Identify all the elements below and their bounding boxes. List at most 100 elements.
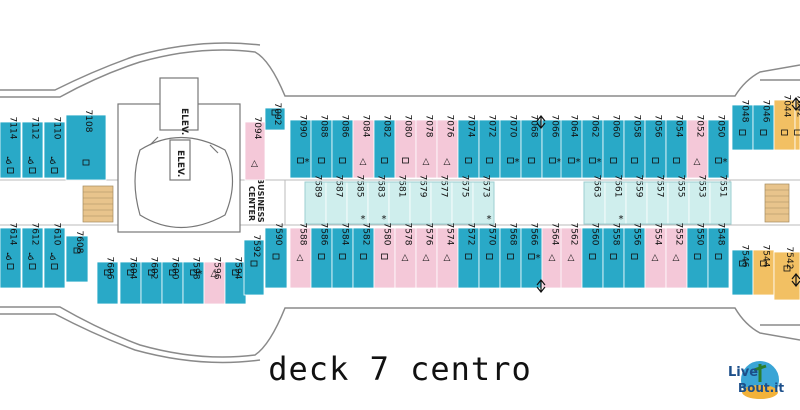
cabin[interactable]: 7568	[499, 223, 522, 289]
cabin[interactable]: 7076△	[436, 115, 459, 179]
bed-icon	[549, 157, 556, 164]
cabin-number: 7612	[30, 223, 40, 246]
cabin[interactable]: 7600	[161, 257, 184, 305]
cabin[interactable]: 7614♿	[0, 223, 22, 289]
cabin[interactable]: 7582	[352, 223, 375, 289]
cabin[interactable]: 7062*	[581, 115, 604, 179]
cabin[interactable]: 7050*	[707, 115, 730, 179]
cabin[interactable]: 7064*	[560, 115, 583, 179]
cabin[interactable]: 7594	[224, 257, 247, 305]
cabin-number: 7074	[466, 115, 476, 138]
cabin[interactable]: 7552△	[665, 223, 688, 289]
asterisk-icon: *	[515, 157, 520, 168]
cabin[interactable]: 7558	[602, 223, 625, 289]
cabin[interactable]: 7588△	[289, 223, 312, 289]
cabin[interactable]: 7556	[623, 223, 646, 289]
cabin[interactable]: 7544	[752, 245, 775, 296]
cabin[interactable]: 7578△	[394, 223, 417, 289]
bed-icon	[486, 157, 493, 164]
cabin[interactable]: 7592	[243, 235, 265, 296]
cabin-number: 7552	[674, 223, 684, 246]
cabin-number: 7555	[676, 175, 686, 198]
cabin[interactable]: 7596△	[203, 257, 226, 305]
cabin[interactable]: 7054	[665, 115, 688, 179]
cabin[interactable]: 7078△	[415, 115, 438, 179]
cabin[interactable]: 7584	[331, 223, 354, 289]
bed-icon	[318, 253, 325, 260]
bed-icon	[652, 157, 659, 164]
bed-icon	[7, 167, 14, 174]
cabin[interactable]: 7066*	[541, 115, 564, 179]
cabin[interactable]: 7572	[457, 223, 480, 289]
cabin[interactable]: 7088	[310, 115, 333, 179]
cabin[interactable]: 7598*	[182, 257, 205, 305]
cabin[interactable]: 7082	[373, 115, 396, 179]
cabin-number: 7568	[508, 223, 518, 246]
bed-icon	[739, 129, 746, 136]
triangle-icon: △	[360, 157, 367, 167]
cabin[interactable]: 7092	[264, 103, 286, 131]
cabin[interactable]: 7108	[65, 110, 107, 181]
wheelchair-icon: ♿	[49, 252, 58, 263]
cabin[interactable]: 7094△	[244, 117, 266, 181]
triangle-icon: △	[549, 253, 556, 263]
cabin[interactable]: 7086	[331, 115, 354, 179]
cabin[interactable]: 7074	[457, 115, 480, 179]
cabin-number: 7044	[782, 95, 792, 118]
cabin[interactable]: 7562△	[560, 223, 583, 289]
cabin[interactable]: 7548	[707, 223, 730, 289]
cabin[interactable]: 7564△	[541, 223, 564, 289]
cabin[interactable]: 7602	[140, 257, 163, 305]
asterisk-icon: *	[198, 269, 203, 280]
cabin[interactable]: 7590	[264, 223, 288, 289]
cabin[interactable]: 7072	[478, 115, 501, 179]
cabin[interactable]: 7604	[119, 257, 142, 305]
logo-text-live: Live	[728, 365, 758, 380]
cabin[interactable]: 7606	[96, 257, 119, 305]
cabin[interactable]: 7550	[686, 223, 709, 289]
cabin[interactable]: 7574△	[436, 223, 459, 289]
bed-icon	[339, 157, 346, 164]
cabin[interactable]: 7612♿	[21, 223, 44, 289]
cabin[interactable]: 7052△	[686, 115, 709, 179]
cabin[interactable]: 7070*	[499, 115, 522, 179]
bed-icon	[190, 269, 197, 276]
cabin-number: 7064	[569, 115, 579, 138]
cabin[interactable]: 7576△	[415, 223, 438, 289]
cabin[interactable]: 7570	[478, 223, 501, 289]
cabin[interactable]: 7114♿	[0, 117, 22, 179]
cabin[interactable]: 7560	[581, 223, 604, 289]
cabin-number: 7078	[424, 115, 434, 138]
arrow-down-icon	[791, 280, 800, 287]
cabin[interactable]: 7610♿	[43, 223, 66, 289]
triangle-icon: △	[694, 157, 701, 167]
cabin-number: 7084	[361, 115, 371, 138]
bed-icon	[250, 260, 258, 267]
cabin[interactable]: 7554△	[644, 223, 667, 289]
arrow-down-icon	[536, 122, 546, 129]
cabin-number: 7577	[439, 175, 449, 198]
cabin[interactable]: 7046	[752, 100, 775, 151]
cabin[interactable]: 7048	[731, 100, 754, 151]
cabin[interactable]: 7058	[623, 115, 646, 179]
bed-icon	[739, 260, 746, 267]
cabin-number: 7114	[8, 117, 18, 140]
cabin[interactable]: 7084 △	[352, 115, 375, 179]
logo-text-boat: Bout.it	[738, 381, 784, 395]
cabin[interactable]: 7566*	[520, 223, 543, 289]
cabin[interactable]: 7068	[520, 115, 543, 179]
cabin[interactable]: 7090*	[289, 115, 312, 179]
bed-icon	[715, 253, 722, 260]
cabin[interactable]: 7080	[394, 115, 417, 179]
cabin[interactable]: 7608	[65, 231, 89, 283]
wheelchair-icon: ♿	[5, 252, 14, 263]
cabin[interactable]: 7586	[310, 223, 333, 289]
cabin[interactable]: 7056	[644, 115, 667, 179]
cabin[interactable]: 7546	[731, 245, 754, 296]
cabin[interactable]: 7110♿	[43, 117, 66, 179]
cabin[interactable]: 7060	[602, 115, 625, 179]
cabin[interactable]: 7112♿	[21, 117, 44, 179]
bed-icon	[339, 253, 346, 260]
stair-steps	[83, 189, 789, 217]
cabin[interactable]: 7580	[373, 223, 396, 289]
